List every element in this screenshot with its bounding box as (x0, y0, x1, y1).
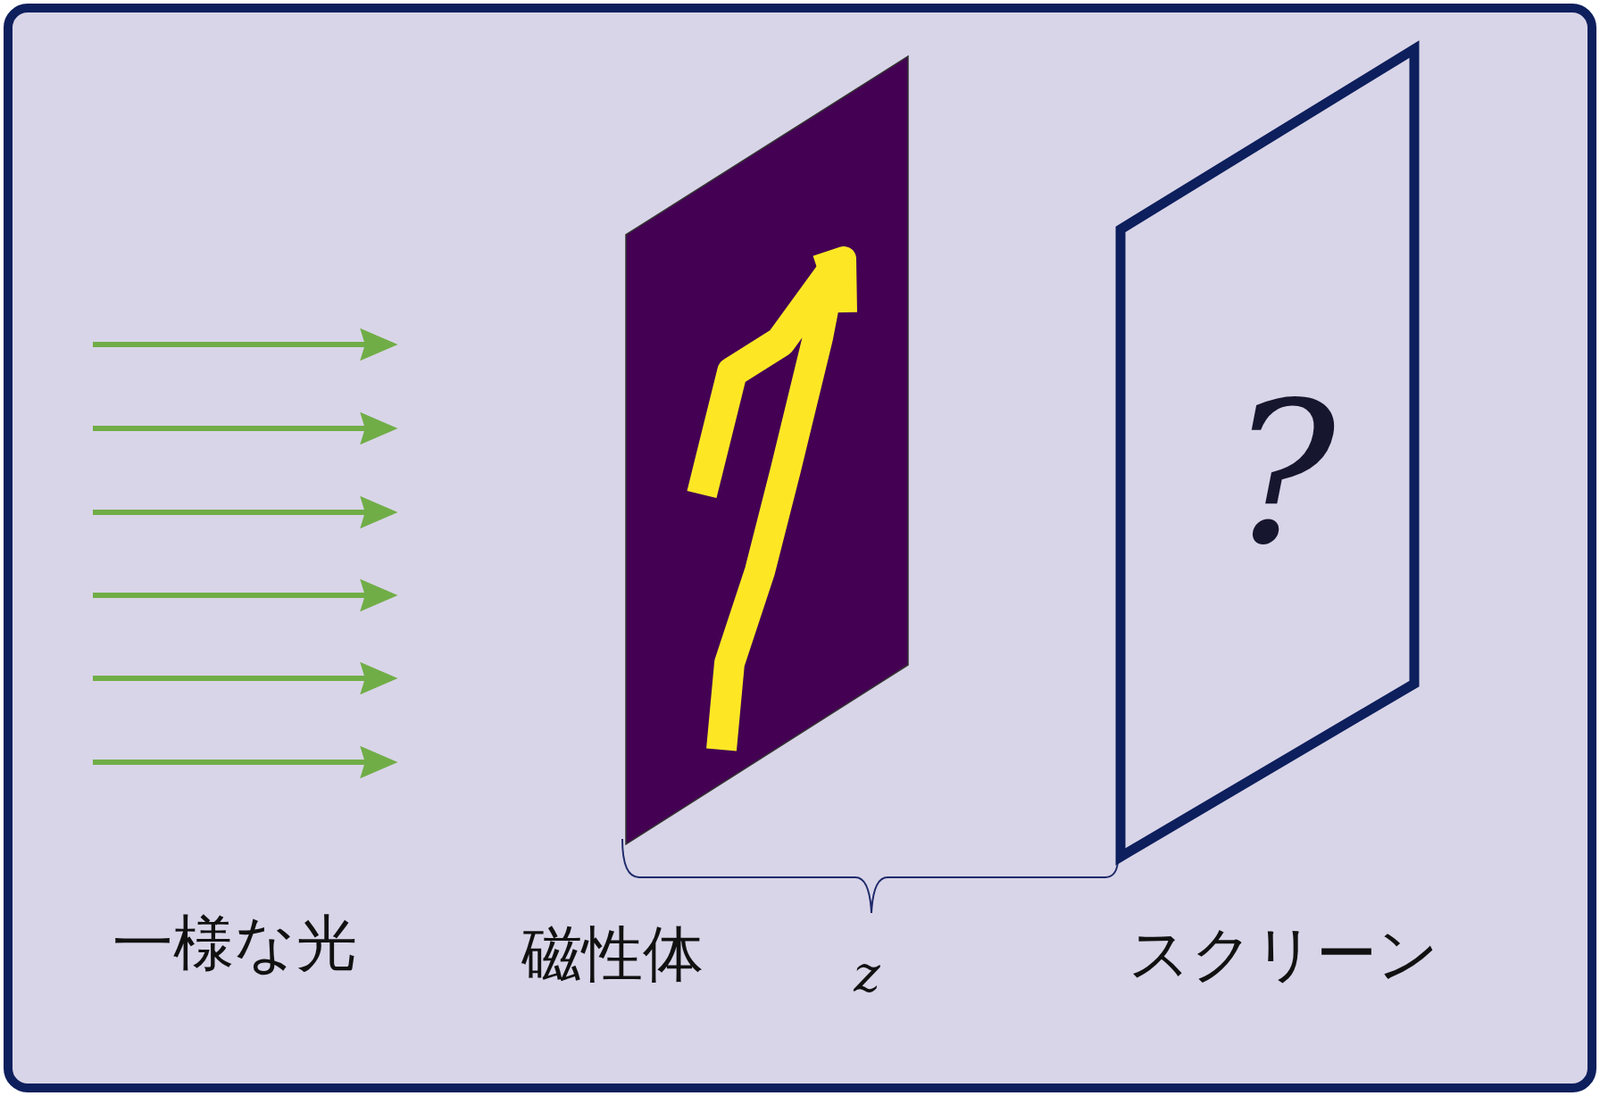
distance-brace (622, 839, 1118, 914)
light-label: 一様な光 (112, 903, 358, 985)
light-ray (92, 592, 368, 599)
light-ray (92, 675, 368, 682)
arrowhead (364, 333, 392, 357)
light-ray (92, 341, 368, 348)
magnet-label: 磁性体 (521, 914, 704, 996)
light-ray (92, 425, 368, 432)
digit-seven (701, 273, 831, 750)
arrowhead (364, 500, 392, 525)
distance-label: z (853, 945, 881, 1004)
digit-seven-top (816, 258, 845, 313)
arrowhead (364, 750, 392, 775)
screen-label: スクリーン (1128, 914, 1440, 996)
screen-mark: ? (1230, 375, 1336, 573)
frame (8, 8, 1592, 1089)
arrowhead (364, 583, 392, 608)
light-ray (92, 509, 368, 516)
light-ray (92, 759, 368, 766)
screen-frame (1120, 49, 1415, 858)
magnetic-panel (625, 56, 909, 845)
light-rays (92, 333, 392, 775)
magnet-plate (625, 56, 909, 845)
screen: ? (1116, 44, 1420, 862)
arrowhead (364, 666, 392, 691)
arrowhead (364, 416, 392, 441)
